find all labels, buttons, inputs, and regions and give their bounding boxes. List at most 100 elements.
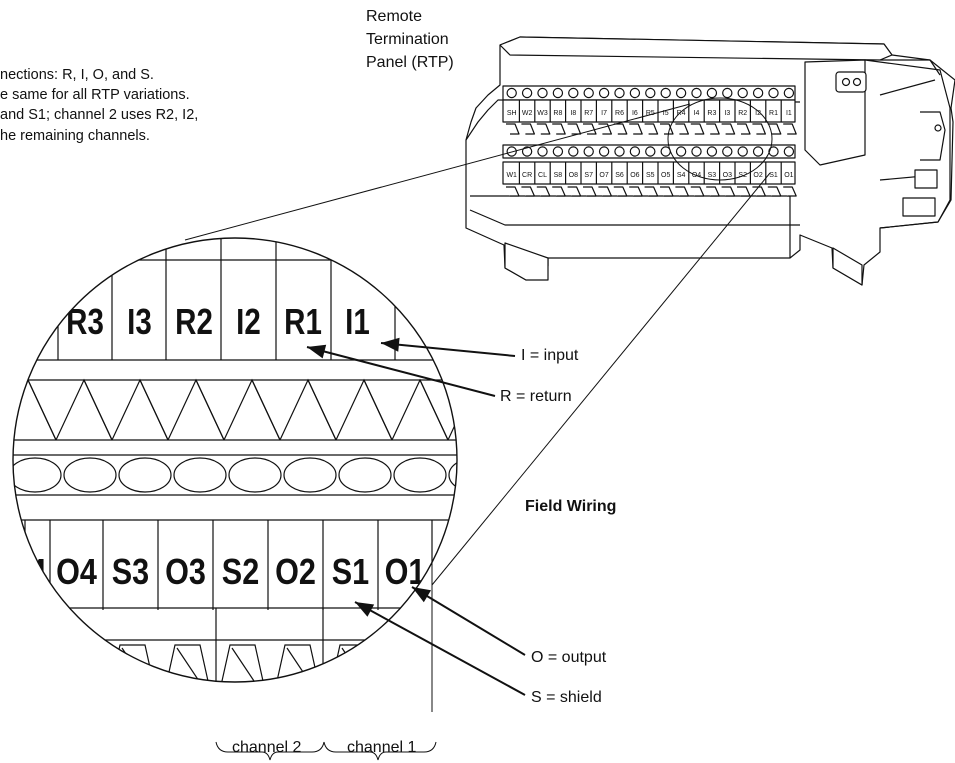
zoom-bottom-terminal-label: O2 [275,553,316,593]
zoom-screw [338,457,392,493]
rtp-bottom-label-strip [502,161,796,185]
rtp-top-terminal-label: I3 [724,110,730,117]
rtp-left-foot [504,242,549,281]
input-callout-label: I = input [521,347,579,364]
rtp-zoom-marker [667,97,773,181]
rtp-top-screw [722,87,733,99]
rtp-top-screw [660,87,671,99]
rtp-bottom-terminal-label: CL [538,172,547,179]
zoom-bottom-terminal-label: O1 [385,553,426,593]
zoom-top-terminal-label: R3 [66,301,104,341]
rtp-clip [902,197,936,217]
rtp-bottom-terminal-label: S1 [769,172,778,179]
zoom-lower-clamp-hatch [231,647,261,682]
zoom-screw [118,457,172,493]
zoom-screw [393,457,447,493]
rtp-rail-lower [469,209,800,226]
rtp-bottom-screw [537,146,548,157]
zoom-background [13,238,457,682]
zoom-lower-clamp-hatch [341,647,371,682]
rtp-screw-hole [852,77,862,87]
rtp-top-clamp [675,123,690,135]
rtp-bottom-clamp [690,186,705,197]
rtp-top-clamp [552,123,566,135]
rtp-top-terminal-label: I4 [694,110,700,117]
rtp-right-foot [832,247,863,286]
rtp-bottom-clamp [752,186,767,197]
zoom-screw [228,457,282,493]
rtp-bottom-clamp [721,186,736,197]
rtp-bottom-terminal-label: O3 [723,172,732,179]
output-arrow [411,586,526,656]
rtp-top-terminal-label: R7 [584,110,593,117]
input-arrow [380,342,516,357]
rtp-top-clamp [629,123,643,135]
shield-callout-label: S = shield [531,689,602,706]
rtp-bottom-terminal-label: O7 [599,172,608,179]
rtp-top-clamp [690,123,705,135]
rtp-top-clamp [706,123,720,135]
zoom-line-top [184,103,691,241]
rtp-bottom-screw [768,146,779,157]
rtp-top-terminal-label: R3 [707,110,716,117]
rtp-top-clamp [613,123,628,135]
rtp-bottom-screw [568,146,579,157]
callout-arrows [306,337,526,696]
rtp-top-terminal-label: R1 [769,110,778,117]
rtp-bottom-terminal-label: O5 [661,172,670,179]
zoom-clamp-hatch [419,379,449,441]
zoom-lower-clamp-hatch [396,647,426,682]
rtp-top-terminal-label: I6 [632,110,638,117]
rtp-bottom-screw [752,146,764,157]
rtp-bottom-screw [722,146,733,157]
zoom-clamp-hatch [27,379,57,441]
rtp-bottom-clamp [737,186,751,197]
zoom-screw [63,457,117,493]
rtp-top-screw [783,87,795,99]
rtp-bottom-clamp [706,186,720,197]
channel-bracket [215,741,437,761]
rtp-bottom-clamp [567,186,582,197]
rtp-label-line: Termination [366,31,449,48]
zoom-lower-clamp-hatch [176,647,206,682]
rtp-bottom-screw [691,146,702,157]
rtp-top-terminal-label: I7 [601,110,607,117]
rtp-bottom-terminal-label: S3 [708,172,717,179]
channel-2-bracket [215,741,325,761]
zoom-clamp-hatch [307,379,337,441]
zoom-connector-lines [184,103,771,586]
rtp-bottom-terminal-label: S7 [584,172,593,179]
return-callout-label: R = return [500,388,572,405]
rtp-top-label-strip [502,99,796,123]
shield-arrow [354,601,526,696]
rtp-bottom-clamp [629,186,643,197]
rtp-bottom-screw [675,146,687,157]
rtp-bottom-screw [645,146,656,157]
zoom-top-terminal-label: R2 [175,301,213,341]
rtp-bottom-screw [521,146,533,157]
rtp-connector-top [880,59,941,76]
rtp-label-line: Remote [366,8,423,25]
rtp-bottom-clamp [675,186,690,197]
rtp-bottom-screw [614,146,625,157]
rtp-label-line: Panel (RTP) [366,54,454,71]
rtp-top-clamp [721,123,736,135]
rtp-bottom-terminal-label: O2 [753,172,762,179]
rtp-bottom-screw [737,146,748,157]
rtp-top-clamp [536,123,551,135]
zoom-lower-clamp [164,644,211,682]
rtp-top-screw [768,87,779,99]
intro-line: nections: R, I, O, and S. [0,67,154,83]
rtp-top-terminal-label: I8 [570,110,576,117]
zoom-bottom-terminal-label: S3 [112,553,149,593]
channel-2-label: channel 2 [232,739,302,756]
zoom-screw [448,457,457,493]
zoom-clamp-hatch [83,379,113,441]
rtp-top-clamp [567,123,582,135]
rtp-bottom-terminal-label: S4 [677,172,686,179]
zoom-top-terminal-label: R1 [284,301,322,341]
rtp-bottom-clamp [506,186,520,197]
zoom-line-bottom [431,172,771,586]
